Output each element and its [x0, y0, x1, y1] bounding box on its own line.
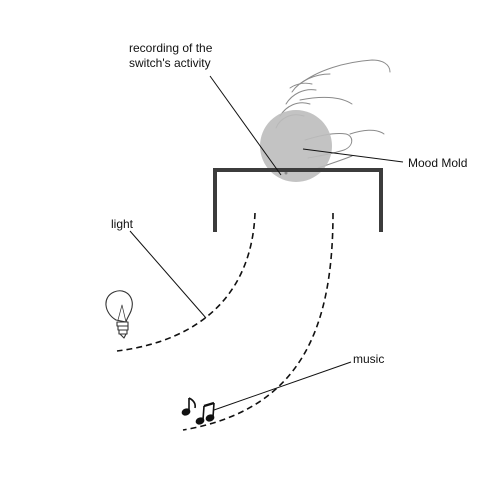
recording-label: recording of the switch's activity [129, 41, 212, 71]
mood-mold-ball [260, 110, 332, 182]
light-label: light [111, 217, 134, 231]
music-label: music [353, 352, 385, 366]
switch-dot [284, 171, 288, 175]
music-notes-icon [181, 397, 215, 425]
music-dashed-path [182, 212, 334, 431]
mood-leader-line [302, 148, 404, 163]
music-leader-line [213, 361, 352, 411]
light-dashed-path [116, 212, 256, 352]
recording-label-line-2: switch's activity [129, 56, 211, 70]
stand-frame [213, 168, 383, 232]
light-leader-line [129, 230, 207, 319]
recording-leader-line [209, 75, 282, 176]
recording-label-line-1: recording of the [129, 41, 213, 55]
mood-mold-label: Mood Mold [408, 156, 468, 170]
light-bulb-icon [105, 290, 133, 339]
